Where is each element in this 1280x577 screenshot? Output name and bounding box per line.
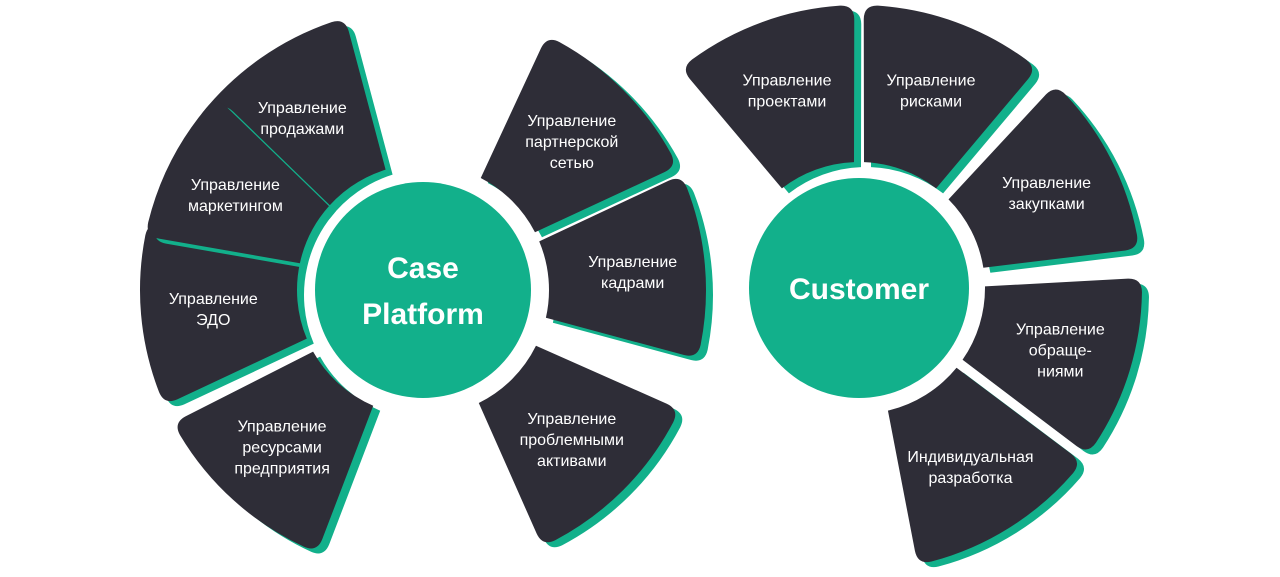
hub-circle — [315, 182, 531, 398]
segment-label-line: сетью — [550, 155, 594, 172]
segment-label-line: Управление — [588, 254, 677, 271]
segment-label-line: рисками — [900, 94, 962, 111]
segment-label-line: Управление — [258, 100, 347, 117]
segment-label-line: ЭДО — [196, 312, 230, 329]
segment-2-2: Управление закупками — [948, 89, 1145, 273]
segment-2-3: Управление обраще-ниями — [962, 278, 1149, 455]
segment-label-line: Индивидуальная — [907, 449, 1033, 466]
segment-label: Управление обраще-ниями — [1016, 322, 1105, 381]
segment-label-line: активами — [537, 453, 607, 470]
segment-label-line: кадрами — [601, 275, 664, 292]
segment-label-line: Управление — [169, 291, 258, 308]
segment-label-line: разработка — [928, 470, 1012, 487]
segment-block — [685, 5, 855, 189]
segment-label: Управление ресурсами предприятия — [234, 418, 330, 477]
segment-label-line: ресурсами — [242, 439, 321, 456]
segment-1-5: Управление ресурсами предприятия — [177, 351, 381, 554]
segment-2-4: Индивидуальная разработка — [887, 367, 1085, 568]
segment-label-line: Управление — [1016, 322, 1105, 339]
segment-block — [863, 5, 1033, 189]
segment-label-line: Управление — [887, 73, 976, 90]
segment-label-line: Управление — [1002, 175, 1091, 192]
segment-label-line: проблемными — [520, 432, 624, 449]
segment-label: Управление партнерской сетью — [525, 113, 618, 172]
hub-title-line: Platform — [362, 298, 484, 331]
segment-block — [962, 278, 1142, 450]
segment-block — [198, 21, 386, 214]
segment-label-line: закупками — [1008, 196, 1084, 213]
segment-label-line: Управление — [191, 177, 280, 194]
segment-label-line: предприятия — [234, 460, 330, 477]
segment-label: Управление кадрами — [588, 254, 677, 292]
segment-label: Индивидуальная разработка — [907, 449, 1033, 487]
segment-1-4: Управление проблемными активами — [478, 345, 683, 548]
hub-circle — [749, 178, 969, 398]
hub-title-line: Case — [387, 252, 459, 285]
segment-label: Управление продажами — [258, 100, 347, 138]
segment-block — [478, 345, 676, 543]
segment-label-line: продажами — [260, 121, 344, 138]
hub-title-line: Customer — [789, 273, 929, 306]
segment-block — [887, 367, 1078, 563]
segment-label-line: партнерской — [525, 134, 618, 151]
segment-label-line: маркетингом — [188, 198, 283, 215]
hub-title: Customer — [789, 273, 929, 306]
segment-block — [948, 89, 1138, 268]
segment-label: Управление проектами — [743, 73, 832, 111]
segment-block — [177, 351, 374, 549]
segment-1-7: Управление маркетингом — [147, 102, 336, 269]
segment-block — [480, 39, 674, 233]
segment-label: Управление маркетингом — [188, 177, 283, 215]
segment-label-line: ниями — [1037, 364, 1083, 381]
segment-label-line: Управление — [527, 411, 616, 428]
segment-label: Управление проблемными активами — [520, 411, 624, 470]
hub-2: Customer — [749, 178, 969, 398]
segment-2-1: Управление рисками — [863, 5, 1040, 194]
segment-block — [147, 102, 329, 264]
segment-2-5: Управление проектами — [685, 5, 862, 194]
segment-label-line: Управление — [238, 418, 327, 435]
segment-label-line: обраще- — [1029, 343, 1092, 360]
segment-block — [539, 178, 707, 356]
segment-label-line: Управление — [743, 73, 832, 90]
segment-1-2: Управление партнерской сетью — [480, 39, 681, 238]
segment-block — [139, 224, 307, 402]
segment-label: Управление закупками — [1002, 175, 1091, 213]
segment-label: Управление рисками — [887, 73, 976, 111]
segment-label-line: проектами — [748, 94, 827, 111]
segment-1-1: Управление продажами — [198, 21, 393, 219]
segment-label-line: Управление — [527, 113, 616, 130]
segment-1-3: Управление кадрами — [539, 178, 714, 361]
